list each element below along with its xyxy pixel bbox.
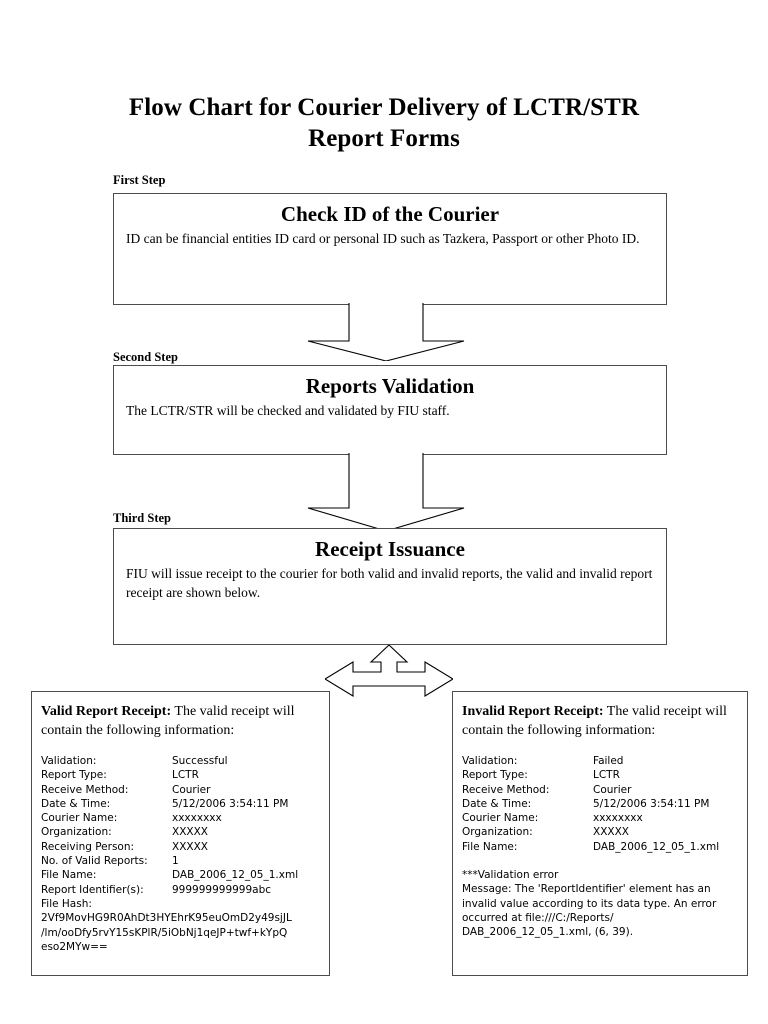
valid-receipt-intro-text: The valid receipt will contain the follo… — [41, 704, 295, 738]
receipt-field-row: Date & Time: 5/12/2006 3:54:11 PM — [462, 797, 738, 811]
receipt-field-row: No. of Valid Reports: 1 — [41, 854, 320, 868]
receipt-field-value: Failed — [593, 755, 624, 767]
flow-box-body-receipt-issuance: FIU will issue receipt to the courier fo… — [126, 566, 653, 600]
down-arrow-step1-to-step2 — [296, 303, 476, 361]
flow-box-check-id: Check ID of the Courier ID can be financ… — [113, 193, 667, 305]
receipt-field-row: File Name: DAB_2006_12_05_1.xml — [462, 840, 738, 854]
flow-box-receipt-issuance: Receipt Issuance FIU will issue receipt … — [113, 528, 667, 645]
down-arrow-icon — [307, 453, 465, 531]
receipt-field-value: XXXXX — [593, 826, 629, 839]
step-label-third: Third Step — [113, 511, 172, 525]
receipt-field-key: File Name: — [462, 840, 518, 853]
receipt-field-key: Organization: — [41, 826, 112, 839]
split-arrow-step3-to-receipts — [325, 645, 453, 697]
receipt-field-row: Validation: Successful — [41, 754, 320, 768]
receipt-field-key: Courier Name: — [41, 812, 118, 825]
receipt-field-row: Receive Method: Courier — [41, 783, 320, 797]
receipt-field-key: No. of Valid Reports: — [41, 855, 148, 868]
receipt-field-value: DAB_2006_12_05_1.xml — [172, 869, 299, 882]
receipt-field-row: Receive Method: Courier — [462, 783, 738, 797]
receipt-field-row: Receiving Person: XXXXX — [41, 840, 320, 854]
step-label-first: First Step — [113, 173, 166, 187]
receipt-field-row: Report Type: LCTR — [462, 768, 738, 782]
receipt-field-row: Courier Name: xxxxxxxx — [462, 811, 738, 825]
valid-receipt-hash-label: File Hash: — [41, 897, 92, 910]
receipt-field-row: Organization: XXXXX — [462, 825, 738, 839]
receipt-field-row: Date & Time: 5/12/2006 3:54:11 PM — [41, 797, 320, 811]
valid-receipt-title: Valid Report Receipt: — [41, 704, 172, 719]
receipt-field-key: Report Identifier(s): — [41, 883, 144, 896]
invalid-receipt-title: Invalid Report Receipt: — [462, 704, 604, 719]
receipt-field-key: Validation: — [41, 755, 97, 767]
receipt-field-value: 1 — [172, 855, 179, 868]
valid-receipt-hash-value: 2Vf9MovHG9R0AhDt3HYEhrK95euOmD2y49sjJL/l… — [41, 911, 320, 954]
valid-report-receipt-box: Valid Report Receipt: The valid receipt … — [31, 691, 330, 976]
flow-box-heading-receipt-issuance: Receipt Issuance — [315, 537, 465, 561]
flow-box-heading-check-id: Check ID of the Courier — [280, 202, 500, 226]
step-label-second: Second Step — [113, 350, 178, 364]
receipt-field-value: LCTR — [172, 769, 199, 782]
receipt-field-key: Courier Name: — [462, 812, 539, 825]
receipt-field-key: Validation: — [462, 755, 518, 767]
receipt-field-key: Date & Time: — [462, 797, 532, 810]
validation-error-message: Message: The 'ReportIdentifier' element … — [462, 883, 717, 939]
receipt-field-row: File Name: DAB_2006_12_05_1.xml — [41, 868, 320, 882]
invalid-receipt-intro: Invalid Report Receipt: The valid receip… — [462, 702, 738, 740]
receipt-field-value: DAB_2006_12_05_1.xml — [593, 840, 720, 853]
receipt-field-row: Validation: Failed — [462, 754, 738, 768]
validation-error-title: ***Validation error — [462, 869, 559, 882]
hash-line: 2Vf9MovHG9R0AhDt3HYEhrK95euOmD2y49sjJL — [41, 912, 292, 925]
page-title: Flow Chart for Courier Delivery of LCTR/… — [128, 94, 640, 152]
hash-line: eso2MYw== — [41, 940, 108, 953]
receipt-field-value: XXXXX — [172, 826, 208, 839]
split-arrow-icon — [325, 645, 453, 697]
receipt-field-key: Receiving Person: — [41, 840, 135, 853]
flow-box-heading-reports-validation: Reports Validation — [305, 374, 475, 398]
receipt-field-value: xxxxxxxx — [172, 812, 222, 825]
hash-line: /lm/ooDfy5rvY15sKPlR/5iObNj1qeJP+twf+kYp… — [41, 926, 288, 939]
invalid-report-receipt-box: Invalid Report Receipt: The valid receip… — [452, 691, 748, 976]
receipt-field-key: File Name: — [41, 869, 97, 882]
receipt-field-key: Receive Method: — [41, 783, 129, 796]
receipt-field-row: Organization: XXXXX — [41, 825, 320, 839]
receipt-field-key: Date & Time: — [41, 797, 111, 810]
receipt-field-value: LCTR — [593, 769, 620, 782]
receipt-field-key: Report Type: — [41, 769, 107, 782]
invalid-receipt-intro-text: The valid receipt will contain the follo… — [462, 704, 727, 738]
validation-error-block: ***Validation error Message: The 'Report… — [462, 868, 738, 939]
receipt-field-row: Report Type: LCTR — [41, 768, 320, 782]
flow-box-reports-validation: Reports Validation The LCTR/STR will be … — [113, 365, 667, 455]
receipt-field-value: 5/12/2006 3:54:11 PM — [172, 797, 289, 810]
receipt-field-value: xxxxxxxx — [593, 812, 643, 825]
receipt-field-row: Report Identifier(s): 999999999999abc — [41, 883, 320, 897]
down-arrow-step2-to-step3 — [296, 453, 476, 531]
down-arrow-icon — [307, 303, 465, 361]
receipt-field-value: XXXXX — [172, 840, 208, 853]
receipt-field-value: 5/12/2006 3:54:11 PM — [593, 797, 710, 810]
receipt-field-key: Organization: — [462, 826, 533, 839]
receipt-field-value: Courier — [172, 783, 211, 796]
receipt-field-key: Receive Method: — [462, 783, 550, 796]
flow-box-body-reports-validation: The LCTR/STR will be checked and validat… — [126, 403, 450, 418]
receipt-field-key: Report Type: — [462, 769, 528, 782]
receipt-field-value: Courier — [593, 783, 632, 796]
flow-box-body-check-id: ID can be financial entities ID card or … — [126, 231, 640, 246]
receipt-field-row: Courier Name: xxxxxxxx — [41, 811, 320, 825]
valid-receipt-intro: Valid Report Receipt: The valid receipt … — [41, 702, 320, 740]
receipt-field-value: 999999999999abc — [172, 883, 272, 896]
receipt-field-value: Successful — [172, 755, 228, 767]
